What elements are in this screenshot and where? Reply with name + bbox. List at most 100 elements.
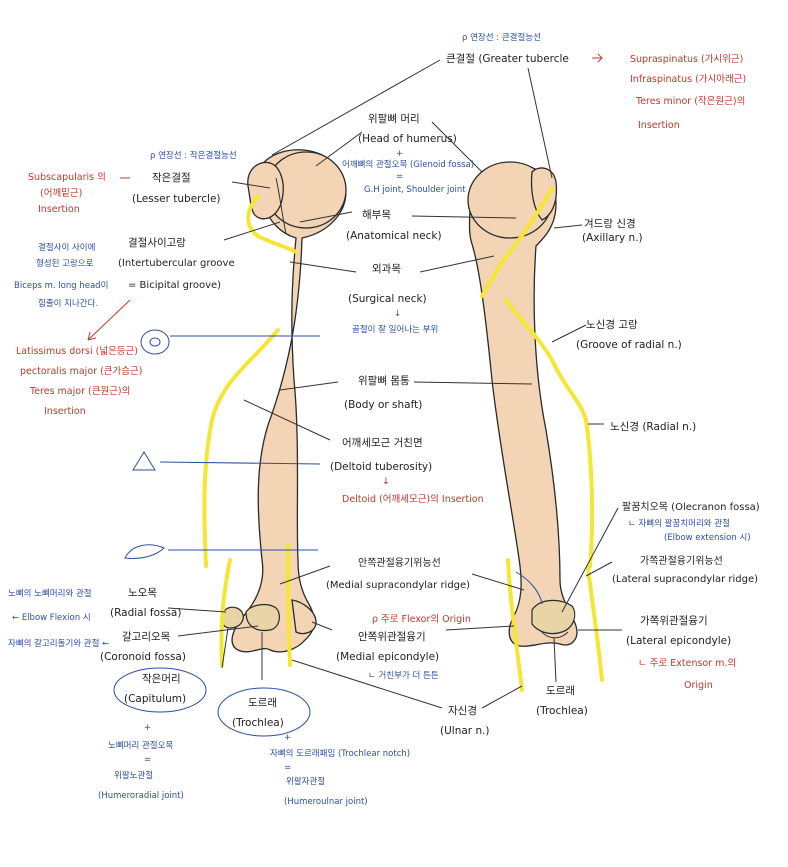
intertubercular-groove-line — [275, 177, 287, 235]
deltoid-tub-en: (Deltoid tuberosity) — [330, 461, 432, 473]
cross-line-middle — [159, 461, 321, 465]
cap-plus: + — [144, 723, 151, 733]
lesser-en: (Lesser tubercle) — [132, 193, 221, 205]
lat-epi-ko: 가쪽위관절융기 — [640, 614, 708, 627]
posterior-medial-ridge-mark — [515, 571, 543, 605]
glenoid-eq: = — [396, 172, 403, 182]
medial-epicondyle-shape — [291, 599, 317, 635]
leader-lesser — [231, 181, 271, 189]
posterior-nerve-ulnar — [506, 558, 524, 692]
anat-neck-en: (Anatomical neck) — [346, 230, 442, 242]
arrow-latissimus — [87, 299, 131, 341]
greater-tubercle-shape — [530, 167, 558, 221]
anat-neck-ko: 해부목 — [362, 208, 391, 221]
greater-muscle-4: Insertion — [638, 120, 680, 131]
arrow-greater — [592, 53, 603, 63]
trochlea-shape — [245, 603, 280, 632]
groove-en-1: (Intertubercular groove — [118, 258, 235, 269]
lesser-ko: 작은결절 — [152, 171, 191, 184]
latissimus-4: Insertion — [44, 406, 86, 417]
leader-anat-right — [411, 215, 517, 219]
radial-groove-en: (Groove of radial n.) — [576, 339, 682, 351]
leader-coronoid — [177, 625, 259, 637]
cap-joint-3: (Humeroradial joint) — [98, 791, 184, 801]
leader-body-right — [413, 381, 533, 385]
extensor-origin-1: ㄴ 주로 Extensor m.의 — [638, 658, 736, 669]
head-en: (Head of humerus) — [358, 133, 457, 145]
leader-head-left — [315, 131, 363, 167]
leader-med-epi-left — [311, 621, 333, 631]
capitulum-en: (Capitulum) — [124, 693, 186, 705]
text-labels: ρ 연장선 : 큰결절능선 큰결절 (Greater tubercle Supr… — [8, 32, 760, 807]
surgical-en: (Surgical neck) — [348, 293, 427, 305]
leader-trochlea-post — [553, 637, 557, 683]
leader-deltoid — [243, 399, 331, 441]
greater-tubercle-note: ρ 연장선 : 큰결절능선 — [462, 32, 541, 43]
leader-ulnar-left — [291, 659, 443, 709]
leader-greater-right — [527, 67, 553, 179]
med-epi-note: ㄴ 거친부가 더 튼튼 — [368, 670, 439, 681]
cross-section-upper — [140, 329, 170, 355]
lesser-note: ρ 연장선 : 작은결절능선 — [150, 150, 237, 161]
greater-tubercle-label: 큰결절 (Greater tubercle — [446, 52, 569, 65]
troch-joint-2: 위팔자관절 — [286, 776, 325, 787]
lat-supra-en: (Lateral supracondylar ridge) — [612, 574, 758, 585]
head-ko: 위팔뼈 머리 — [368, 112, 420, 125]
cap-joint-2: 위팔노관절 — [114, 770, 153, 781]
leader-greater-left — [271, 59, 441, 156]
leader-lat-supra — [585, 561, 613, 577]
leader-body-left — [279, 381, 339, 391]
greater-muscle-3: Teres minor (작은원근)의 — [635, 96, 745, 107]
leader-lines — [87, 53, 622, 737]
posterior-humerus — [467, 161, 604, 692]
ulnar-ko: 자신경 — [448, 704, 477, 717]
radial-nerve-label: 노신경 (Radial n.) — [610, 420, 696, 433]
capitulum-outline — [113, 667, 207, 713]
troch-joint-1: 자뼈의 도르래패임 (Trochlear notch) — [270, 748, 410, 759]
med-supra-ko: 안쪽관절융기위능선 — [358, 556, 441, 569]
leader-med-epi-right — [445, 625, 515, 631]
posterior-nerve-radial — [504, 298, 595, 568]
leader-olecranon — [561, 507, 619, 613]
trochlea-post-ko: 도르래 — [546, 685, 575, 697]
cross-section-lower — [124, 544, 165, 559]
greater-muscle-1: Supraspinatus (가시위근) — [630, 53, 743, 65]
troch-plus: + — [284, 733, 291, 743]
posterior-nerve-axillary — [480, 186, 554, 298]
latissimus-3: Teres major (큰원근)의 — [29, 386, 130, 397]
cross-sections — [124, 329, 321, 559]
trochlea-en: (Trochlea) — [232, 717, 284, 729]
cross-section-upper-inner — [149, 337, 161, 347]
trochlea-outline — [217, 687, 311, 737]
olecranon-note-1: ㄴ 자뼈의 팔꿈치머리와 관절 — [628, 518, 730, 529]
subscap-3: Insertion — [38, 204, 80, 215]
biceps-note-1: 결절사이 사이에 — [38, 242, 95, 253]
med-supra-en: (Medial supracondylar ridge) — [326, 580, 470, 591]
leader-head-right — [431, 121, 483, 173]
surgical-ko: 외과목 — [372, 263, 401, 275]
troch-joint-3: (Humeroulnar joint) — [284, 797, 368, 807]
coronoid-note: 자뼈의 갈고리돌기와 관절 ← — [8, 638, 109, 649]
med-epi-ko: 안쪽위관절융기 — [358, 630, 426, 643]
anterior-nerve-axillary — [246, 194, 298, 254]
lesser-tubercle-shape — [247, 161, 284, 220]
leader-med-supra-right — [471, 573, 525, 591]
body-en: (Body or shaft) — [344, 399, 422, 411]
leader-capitulum — [221, 627, 229, 669]
radial-fossa-en: (Radial fossa) — [110, 607, 181, 619]
anterior-nerve-ulnar — [286, 543, 292, 667]
leader-surgical-left — [289, 261, 357, 273]
radial-fossa-note-2: ← Elbow Flexion 시 — [12, 613, 91, 623]
biceps-note-3: Biceps m. long head이 — [14, 280, 108, 291]
olecranon-note-2: (Elbow extension 시) — [664, 533, 751, 543]
cross-section-middle — [132, 451, 156, 471]
gh-joint-label: G.H joint, Shoulder joint — [364, 185, 466, 195]
anterior-humerus — [202, 149, 347, 667]
extensor-origin-2: Origin — [684, 680, 713, 691]
posterior-nerve-lateral — [586, 566, 604, 682]
posterior-trochlea-line — [539, 629, 569, 639]
olecranon-label: 팔꿈치오목 (Olecranon fossa) — [622, 501, 760, 513]
cap-eq: = — [144, 755, 151, 765]
